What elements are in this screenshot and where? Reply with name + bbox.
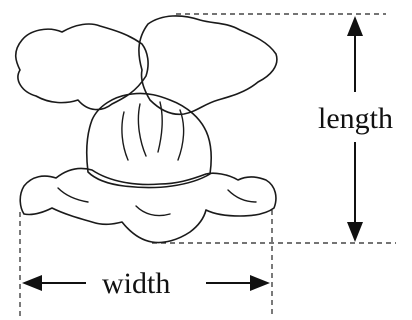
length-label: length bbox=[318, 102, 393, 135]
length-arrowhead-down bbox=[347, 222, 363, 242]
width-arrowhead-right bbox=[250, 275, 270, 291]
upper-right-petal bbox=[138, 15, 278, 116]
inner-fold-right bbox=[177, 109, 185, 161]
upper-left-petal bbox=[14, 23, 149, 111]
inner-fold-left bbox=[121, 111, 129, 161]
length-arrow: length bbox=[318, 16, 393, 242]
lip-fold-left bbox=[57, 187, 89, 203]
dimension-guides bbox=[19, 13, 396, 316]
flower-drawing bbox=[14, 15, 278, 244]
inner-fold-mid-left bbox=[137, 103, 147, 157]
width-arrowhead-left bbox=[22, 275, 42, 291]
width-arrow: width bbox=[22, 267, 270, 300]
width-label: width bbox=[102, 267, 170, 300]
inner-fold-mid-right bbox=[157, 101, 163, 153]
lip-fold-center bbox=[135, 205, 171, 217]
lip-fold-right bbox=[227, 189, 257, 203]
lower-lip bbox=[19, 167, 277, 244]
length-arrowhead-up bbox=[347, 16, 363, 36]
